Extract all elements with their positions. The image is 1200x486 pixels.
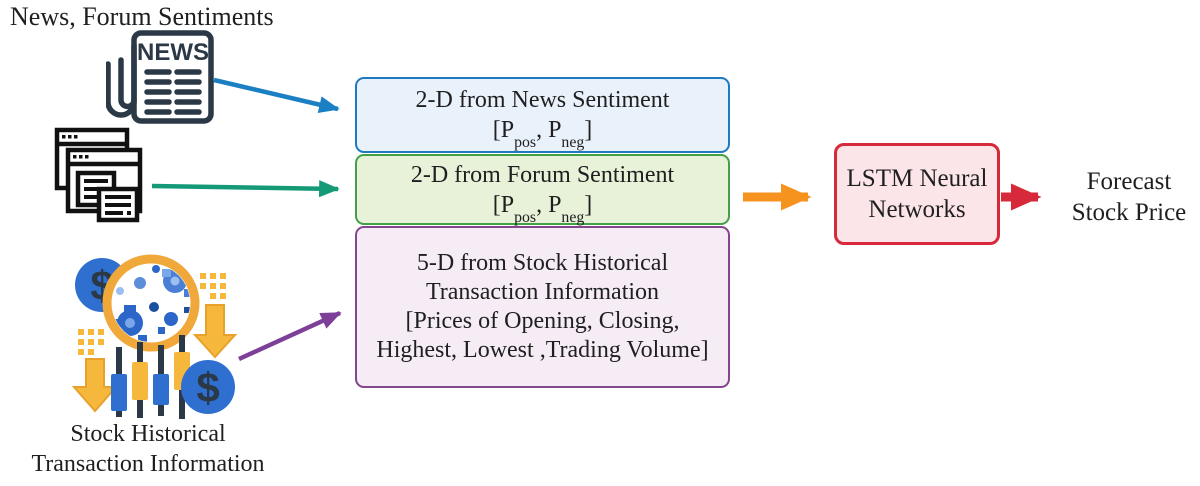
newspaper-icon: NEWS (106, 30, 214, 124)
news-feature-vector: [Ppos, Pneg] (492, 117, 593, 152)
forecast-line1: Forecast (1086, 168, 1172, 195)
stock-historical-feature-box: 5-D from Stock Historical Transaction In… (355, 226, 730, 388)
stock-data-icon: $ (71, 254, 238, 419)
news-forum-sources-label: News, Forum Sentiments (10, 2, 274, 31)
news-feature-line: 2-D from News Sentiment (415, 87, 670, 113)
down-trend-arrow-icon (192, 273, 238, 359)
forum-to-box-arrow (151, 180, 340, 198)
lstm-model-box: LSTM Neural Networks (834, 143, 1000, 245)
forecast-line2: Stock Price (1071, 199, 1187, 226)
forum-browser-icon (54, 127, 143, 223)
forum-feature-line: 2-D from Forum Sentiment (410, 161, 675, 188)
stock-feature-line: [Prices of Opening, Closing, (405, 308, 680, 334)
news-headline-text: NEWS (137, 39, 209, 66)
lstm-label-line1: LSTM Neural (846, 165, 988, 192)
coin-icon (181, 360, 235, 414)
svg-text:$: $ (196, 364, 219, 411)
lstm-label-line2: Networks (868, 196, 966, 223)
stock-feature-line: Transaction Information (425, 279, 660, 305)
stock-feature-line: Highest, Lowest ,Trading Volume] (376, 337, 709, 363)
candlestick-chart-icon (111, 335, 190, 419)
down-trend-arrow-icon (71, 329, 119, 413)
stock-source-label: Stock Historical Transaction Information (0, 419, 296, 479)
news-to-box-arrow (213, 77, 340, 114)
forecast-output-label: Forecast Stock Price (1058, 166, 1200, 228)
stock-to-box-arrow (238, 310, 342, 362)
forum-sentiment-feature-box: 2-D from Forum Sentiment [Ppos, Pneg] (355, 154, 730, 225)
stock-source-line2: Transaction Information (31, 451, 265, 477)
stock-feature-line: 5-D from Stock Historical (416, 250, 669, 276)
forum-feature-vector: [Ppos, Pneg] (492, 191, 593, 226)
stock-source-line1: Stock Historical (70, 421, 226, 447)
news-sentiment-feature-box: 2-D from News Sentiment [Ppos, Pneg] (355, 77, 730, 153)
